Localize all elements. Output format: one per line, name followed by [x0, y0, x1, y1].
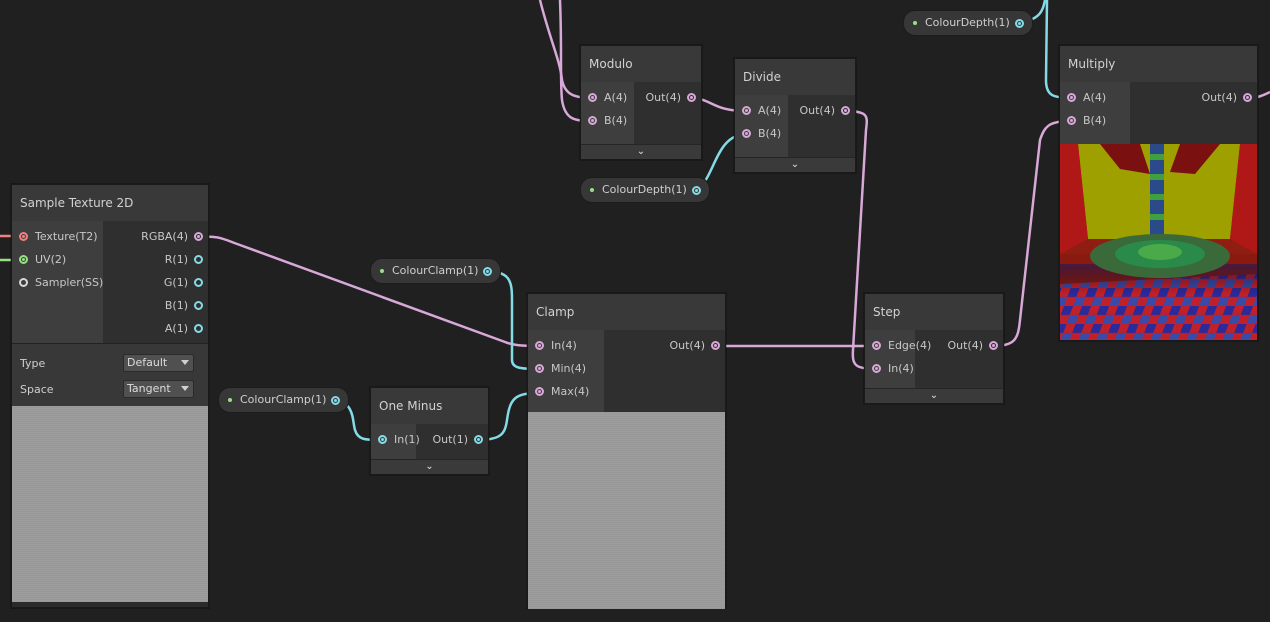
port-dot[interactable]	[483, 267, 493, 276]
node-title: Clamp	[528, 294, 725, 330]
port-dot[interactable]	[535, 341, 544, 350]
port-dot[interactable]	[194, 255, 203, 264]
step-node[interactable]: Step Edge(4) In(4) Out(4) ⌄	[864, 293, 1004, 404]
colour-depth-property-top[interactable]: ColourDepth(1)	[903, 10, 1033, 36]
node-settings: Type Default Space Tangent	[12, 343, 208, 406]
divide-node[interactable]: Divide A(4) B(4) Out(4) ⌄	[734, 58, 856, 173]
port-sampler[interactable]: Sampler(SS)	[12, 271, 103, 294]
node-title: One Minus	[371, 388, 488, 424]
port-dot[interactable]	[872, 341, 881, 350]
port-rgba[interactable]: RGBA(4)	[103, 225, 208, 248]
node-title: Modulo	[581, 46, 701, 82]
port-dot[interactable]	[1067, 116, 1076, 125]
property-dot	[913, 21, 917, 25]
port-dot[interactable]	[194, 232, 203, 241]
port-dot[interactable]	[872, 364, 881, 373]
port-out[interactable]: Out(4)	[788, 99, 855, 122]
port-dot[interactable]	[989, 341, 998, 350]
port-b[interactable]: B(4)	[581, 109, 634, 132]
port-dot[interactable]	[691, 186, 701, 195]
node-title: Divide	[735, 59, 855, 95]
port-out[interactable]: Out(4)	[1130, 86, 1257, 109]
port-in[interactable]: In(4)	[865, 357, 915, 380]
chevron-down-icon[interactable]: ⌄	[865, 388, 1003, 403]
property-dot	[590, 188, 594, 192]
port-dot[interactable]	[535, 387, 544, 396]
clamp-node[interactable]: Clamp In(4) Min(4) Max(4) Out(4)	[527, 293, 726, 609]
type-label: Type	[20, 356, 46, 370]
sample-texture-2d-node[interactable]: Sample Texture 2D Texture(T2) UV(2) Samp…	[11, 184, 209, 608]
chevron-down-icon[interactable]: ⌄	[581, 144, 701, 159]
port-dot[interactable]	[19, 255, 28, 264]
port-dot[interactable]	[588, 93, 597, 102]
port-dot[interactable]	[742, 106, 751, 115]
port-dot[interactable]	[687, 93, 696, 102]
port-dot[interactable]	[711, 341, 720, 350]
port-dot[interactable]	[331, 396, 341, 405]
node-title: Sample Texture 2D	[12, 185, 208, 221]
port-out[interactable]: Out(4)	[634, 86, 701, 109]
port-out[interactable]: Out(1)	[416, 428, 488, 451]
type-dropdown[interactable]: Default	[123, 354, 194, 372]
port-a[interactable]: A(4)	[581, 86, 634, 109]
port-b[interactable]: B(4)	[1060, 109, 1130, 132]
port-min[interactable]: Min(4)	[528, 357, 604, 380]
port-a[interactable]: A(1)	[103, 317, 208, 340]
space-label: Space	[20, 382, 54, 396]
multiply-node[interactable]: Multiply A(4) B(4) Out(4)	[1059, 45, 1258, 341]
port-edge[interactable]: Edge(4)	[865, 334, 931, 357]
port-dot[interactable]	[194, 324, 203, 333]
port-max[interactable]: Max(4)	[528, 380, 604, 403]
colour-clamp-property-b[interactable]: ColourClamp(1)	[218, 387, 350, 413]
chevron-down-icon[interactable]: ⌄	[371, 459, 488, 474]
property-dot	[228, 398, 232, 402]
port-a[interactable]: A(4)	[1060, 86, 1130, 109]
port-dot[interactable]	[378, 435, 387, 444]
port-dot[interactable]	[841, 106, 850, 115]
node-preview	[528, 412, 725, 609]
node-title: Step	[865, 294, 1003, 330]
port-in[interactable]: In(4)	[528, 334, 604, 357]
multiply-preview-render	[1060, 144, 1257, 340]
port-dot[interactable]	[19, 232, 28, 241]
space-dropdown[interactable]: Tangent	[123, 380, 194, 398]
wire-texture-to-clamp	[197, 235, 541, 348]
colour-depth-property-mid[interactable]: ColourDepth(1)	[580, 177, 710, 203]
port-a[interactable]: A(4)	[735, 99, 788, 122]
port-out[interactable]: Out(4)	[604, 334, 725, 357]
port-dot[interactable]	[742, 129, 751, 138]
port-dot[interactable]	[588, 116, 597, 125]
caret-down-icon	[181, 386, 189, 391]
property-dot	[380, 269, 384, 273]
port-b[interactable]: B(1)	[103, 294, 208, 317]
port-dot[interactable]	[194, 278, 203, 287]
port-dot[interactable]	[1067, 93, 1076, 102]
port-dot[interactable]	[1014, 19, 1024, 28]
port-r[interactable]: R(1)	[103, 248, 208, 271]
caret-down-icon	[181, 360, 189, 365]
port-g[interactable]: G(1)	[103, 271, 208, 294]
port-texture[interactable]: Texture(T2)	[12, 225, 103, 248]
port-b[interactable]: B(4)	[735, 122, 788, 145]
colour-clamp-property-a[interactable]: ColourClamp(1)	[370, 258, 502, 284]
modulo-node[interactable]: Modulo A(4) B(4) Out(4) ⌄	[580, 45, 702, 160]
port-dot[interactable]	[474, 435, 483, 444]
chevron-down-icon[interactable]: ⌄	[735, 157, 855, 172]
port-dot[interactable]	[1243, 93, 1252, 102]
port-dot[interactable]	[19, 278, 28, 287]
port-dot[interactable]	[535, 364, 544, 373]
node-title: Multiply	[1060, 46, 1257, 82]
port-uv[interactable]: UV(2)	[12, 248, 103, 271]
port-dot[interactable]	[194, 301, 203, 310]
port-in[interactable]: In(1)	[371, 428, 420, 451]
one-minus-node[interactable]: One Minus In(1) Out(1) ⌄	[370, 387, 489, 475]
node-preview	[12, 406, 208, 602]
port-out[interactable]: Out(4)	[915, 334, 1003, 357]
